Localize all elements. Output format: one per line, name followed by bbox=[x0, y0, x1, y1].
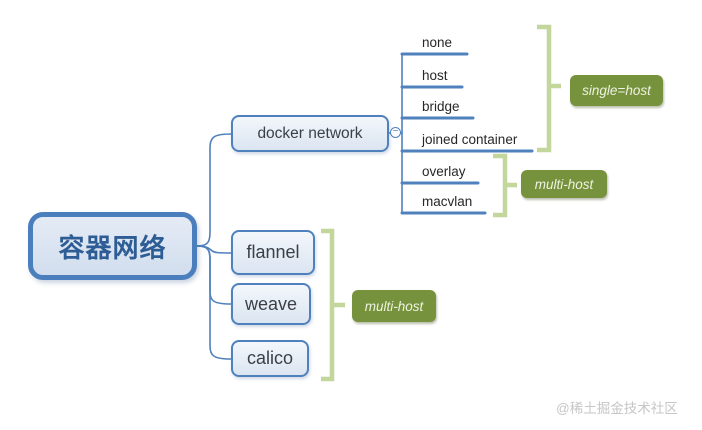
topic-docker-network-label: docker network bbox=[257, 124, 363, 142]
summary-multi-host-docker-label: multi-host bbox=[534, 176, 594, 192]
root-topic-label: 容器网络 bbox=[58, 232, 167, 263]
subtopic-joined-container[interactable]: joined container bbox=[422, 132, 518, 147]
topic-flannel[interactable]: flannel bbox=[231, 230, 315, 275]
subtopic-host[interactable]: host bbox=[422, 68, 448, 83]
collapse-toggle-icon[interactable]: − bbox=[390, 127, 401, 138]
topic-flannel-label: flannel bbox=[246, 242, 300, 262]
summary-multi-host-docker[interactable]: multi-host bbox=[521, 170, 607, 198]
topic-calico-label: calico bbox=[246, 348, 294, 368]
subtopic-overlay[interactable]: overlay bbox=[422, 164, 466, 179]
root-topic[interactable]: 容器网络 bbox=[28, 212, 197, 280]
topic-weave-label: weave bbox=[244, 293, 298, 314]
summary-multi-host-cni[interactable]: multi-host bbox=[352, 290, 436, 322]
summary-single-host[interactable]: single=host bbox=[570, 75, 663, 106]
subtopic-bridge[interactable]: bridge bbox=[422, 99, 460, 114]
subtopic-none[interactable]: none bbox=[422, 35, 453, 50]
topic-docker-network[interactable]: docker network bbox=[231, 115, 389, 152]
summary-single-host-label: single=host bbox=[582, 83, 651, 98]
topic-weave[interactable]: weave bbox=[231, 283, 311, 325]
topic-calico[interactable]: calico bbox=[231, 340, 309, 377]
summary-multi-host-cni-label: multi-host bbox=[364, 298, 424, 314]
subtopic-macvlan[interactable]: macvlan bbox=[422, 194, 473, 209]
watermark-text: @稀土掘金技术社区 bbox=[556, 401, 678, 416]
